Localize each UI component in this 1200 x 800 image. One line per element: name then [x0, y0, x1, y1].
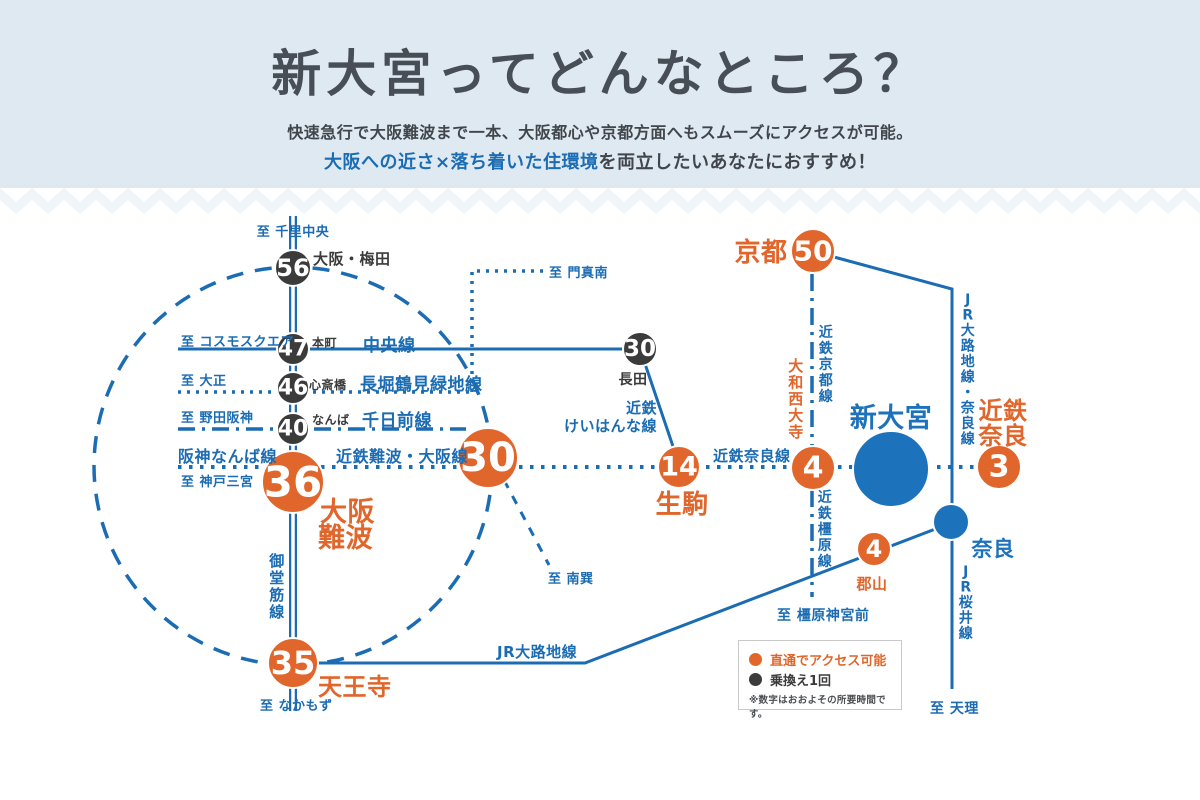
station-namba	[276, 412, 310, 446]
station-umeda-minutes: 56	[276, 254, 309, 282]
label-line-kintetsu-nara: 近鉄奈良線	[713, 447, 791, 465]
station-hommachi-minutes: 47	[278, 337, 309, 362]
station-koriyama	[856, 531, 892, 567]
label-dest-nakamozu: 至 なかもず	[260, 698, 333, 714]
station-osaka-namba	[261, 450, 325, 514]
station-tennoji	[267, 637, 319, 689]
station-tsuruhashi-minutes: 30	[460, 435, 516, 481]
line-nagahori-kadoma	[470, 269, 546, 392]
station-shinsaibashi-minutes: 46	[278, 376, 309, 401]
label-line-chuo: 中央線	[363, 335, 416, 356]
transfer-dot-icon	[749, 672, 762, 686]
label-line-keihanna-1: 近鉄	[626, 399, 657, 417]
label-line-kintetsu-namba: 近鉄難波・大阪線	[336, 447, 468, 466]
station-shinsaibashi	[276, 371, 310, 405]
label-st-shin-omiya: 新大宮	[850, 402, 933, 434]
line-jr-yamatoji-line	[293, 521, 952, 665]
station-namba-minutes: 40	[278, 417, 309, 442]
station-osaka-namba-minutes: 36	[264, 458, 322, 507]
zigzag-decor	[0, 188, 1200, 214]
label-dest-kobe-sannomiya: 至 神戸三宮	[181, 474, 254, 490]
legend-note: ※数字はおおよその所要時間です。	[749, 695, 886, 720]
line-minami-tatsumi	[502, 479, 551, 566]
label-st-kintetsu-nara-2: 奈良	[978, 422, 1028, 450]
label-dest-minami-tatsumi: 至 南巽	[548, 571, 594, 587]
label-st-yamato-saidaiji: 大和西大寺	[788, 357, 804, 441]
station-shin-omiya	[852, 430, 930, 508]
label-st-kintetsu-nara-1: 近鉄	[979, 397, 1028, 425]
station-tsuruhashi	[457, 427, 519, 489]
label-st-tennoji: 天王寺	[318, 673, 392, 701]
station-umeda	[274, 249, 312, 287]
legend-transfer-row: 乗換え1回	[749, 669, 891, 689]
direct-dot-icon	[749, 652, 762, 666]
label-st-koriyama: 郡山	[855, 575, 887, 593]
station-koriyama-minutes: 4	[866, 535, 883, 563]
legend-direct-label: 直通でアクセス可能	[770, 653, 887, 669]
label-line-hanshin-namba: 阪神なんば線	[178, 447, 277, 466]
station-nagata	[622, 331, 658, 367]
station-kyoto	[790, 228, 836, 274]
station-kintetsu-nara-minutes: 3	[989, 450, 1010, 485]
station-kintetsu-nara	[976, 444, 1022, 490]
station-tennoji-minutes: 35	[271, 644, 316, 682]
page-title: 新大宮ってどんなところ？	[271, 45, 929, 103]
subtitle-rest: を両立したいあなたにおすすめ！	[598, 152, 877, 173]
label-st-nara: 奈良	[971, 537, 1015, 561]
label-line-nagahori: 長堀鶴見緑地線	[360, 374, 483, 395]
label-line-kintetsu-kyoto: 近鉄京都線	[818, 324, 834, 405]
station-ikoma-minutes: 14	[660, 452, 698, 483]
label-st-osaka-namba-2: 難波	[318, 523, 373, 554]
station-yamato-saidaiji	[790, 445, 836, 491]
label-st-osaka-namba-1: 大阪	[320, 497, 375, 528]
label-dest-cosmosquare: 至 コスモスクエア	[181, 335, 294, 350]
legend: 直通でアクセス可能 乗換え1回 ※数字はおおよその所要時間です。	[738, 640, 902, 720]
label-st-shinsaibashi: 心斎橋	[309, 377, 347, 392]
subtitle-highlight: 大阪への近さ×落ち着いた住環境	[323, 152, 599, 173]
label-line-midosuji: 御堂筋線	[268, 552, 285, 621]
label-st-ikoma: 生駒	[655, 490, 708, 520]
label-dest-tenri: 至 天理	[930, 701, 979, 717]
label-st-hommachi: 本町	[312, 335, 337, 350]
label-dest-kadoma-minami: 至 門真南	[549, 265, 608, 281]
subtitle-line2: 大阪への近さ×落ち着いた住環境を両立したいあなたにおすすめ！	[0, 148, 1200, 174]
label-line-jr-yamatoji: JR大路地線	[496, 643, 577, 661]
station-yamato-saidaiji-minutes: 4	[803, 451, 824, 486]
label-dest-noda-hanshin: 至 野田阪神	[181, 410, 254, 426]
label-line-sennichimae: 千日前線	[362, 410, 432, 431]
station-hommachi	[276, 332, 310, 366]
header: 新大宮ってどんなところ？ 快速急行で大阪難波まで一本、大阪都心や京都方面へもスム…	[0, 0, 1200, 188]
label-dest-kashihara-jingu: 至 橿原神宮前	[777, 607, 869, 624]
label-st-kyoto: 京都	[734, 237, 787, 268]
subtitle-line1: 快速急行で大阪難波まで一本、大阪都心や京都方面へもスムーズにアクセスが可能。	[287, 123, 913, 142]
legend-transfer-label: 乗換え1回	[770, 673, 832, 689]
line-jr-nara-line	[833, 255, 954, 523]
station-nagata-minutes: 30	[624, 336, 656, 362]
label-dest-taisho: 至 大正	[181, 373, 227, 389]
label-dest-senri-chuo: 至 千里中央	[257, 224, 330, 240]
label-line-kashihara: 近鉄橿原線	[818, 489, 833, 570]
station-nara	[932, 503, 970, 541]
label-line-keihanna-2: けいはんな線	[564, 417, 657, 435]
label-st-namba: なんば	[312, 412, 350, 427]
label-st-umeda: 大阪・梅田	[313, 250, 391, 268]
station-ikoma	[657, 445, 701, 489]
label-st-nagata: 長田	[619, 372, 648, 388]
station-kyoto-minutes: 50	[794, 235, 833, 268]
legend-direct-row: 直通でアクセス可能	[749, 649, 891, 669]
